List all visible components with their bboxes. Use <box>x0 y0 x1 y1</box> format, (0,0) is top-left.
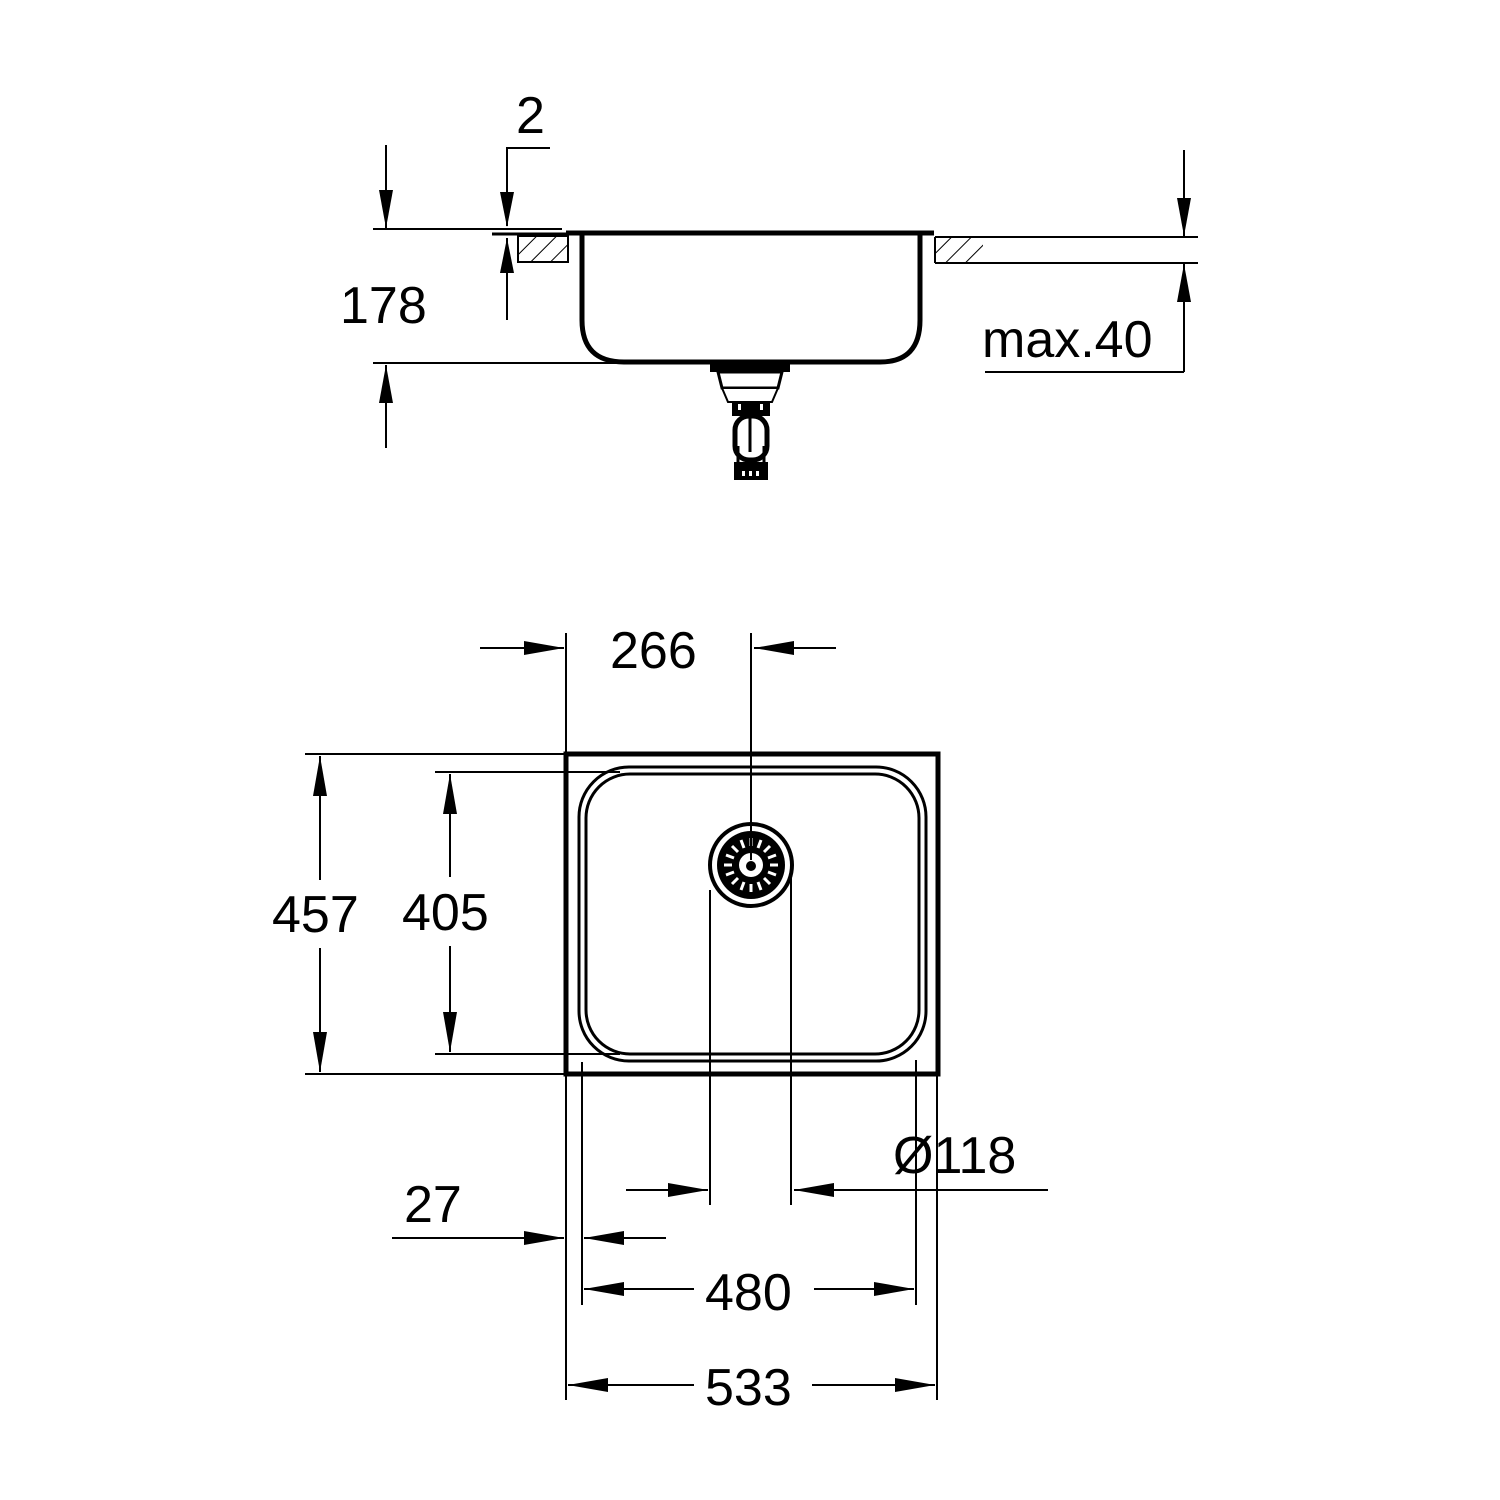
worktop-section-left <box>492 232 569 263</box>
arrow-down-icon <box>1177 198 1191 236</box>
arrow-right-icon <box>524 641 564 655</box>
arrow-left-icon <box>584 1231 624 1245</box>
arrow-left-icon <box>754 641 794 655</box>
arrow-left-icon <box>794 1183 834 1197</box>
dimension-max-worktop: max.40 <box>982 150 1191 373</box>
dimension-rim-thickness: 2 <box>500 87 550 320</box>
arrow-down-icon <box>500 192 514 227</box>
dimension-outer-depth: 457 <box>272 753 566 1075</box>
dim-label-max-worktop: max.40 <box>982 311 1153 369</box>
drain-fitting-side <box>710 362 790 480</box>
arrow-right-icon <box>895 1378 935 1392</box>
arrow-right-icon <box>668 1183 708 1197</box>
dim-label-rim-thickness: 2 <box>516 87 545 145</box>
dim-label-drain-diameter: Ø118 <box>893 1127 1016 1185</box>
dim-label-inner-depth: 405 <box>402 884 489 942</box>
dim-label-inner-width: 480 <box>705 1264 792 1322</box>
arrow-right-icon <box>874 1282 914 1296</box>
top-view: 266 457 405 <box>272 622 1048 1417</box>
arrow-up-icon <box>313 756 327 796</box>
bowl-outline-inner <box>584 772 921 1056</box>
arrow-down-icon <box>379 190 393 228</box>
dimension-bowl-depth: 178 <box>340 145 620 448</box>
arrow-right-icon <box>524 1231 564 1245</box>
arrow-up-icon <box>443 774 457 814</box>
dim-label-outer-width: 533 <box>705 1359 792 1417</box>
arrow-up-icon <box>500 238 514 273</box>
dim-label-outer-depth: 457 <box>272 886 359 944</box>
dimension-inner-width: 480 <box>584 1264 914 1322</box>
arrow-left-icon <box>568 1378 608 1392</box>
dim-label-rim-width: 27 <box>404 1176 462 1234</box>
drain-strainer-icon <box>708 822 794 908</box>
arrow-left-icon <box>584 1282 624 1296</box>
dimension-outer-width: 533 <box>568 1359 935 1417</box>
arrow-up-icon <box>1177 264 1191 302</box>
worktop-section-right <box>934 236 1198 264</box>
arrow-down-icon <box>313 1032 327 1072</box>
sink-bowl-profile <box>566 230 934 365</box>
dim-label-drain-offset: 266 <box>610 622 697 680</box>
dimension-inner-depth: 405 <box>402 771 620 1055</box>
side-view: 2 178 <box>340 87 1198 480</box>
dimension-rim-width: 27 <box>392 1176 666 1245</box>
arrow-down-icon <box>443 1012 457 1052</box>
dimension-drain-offset: 266 <box>480 622 836 860</box>
dim-label-bowl-depth: 178 <box>340 277 427 335</box>
extension-lines-bottom <box>565 870 938 1400</box>
dimension-drain-diameter: Ø118 <box>626 1127 1048 1197</box>
bowl-outline-outer <box>577 765 928 1063</box>
arrow-up-icon <box>379 365 393 403</box>
